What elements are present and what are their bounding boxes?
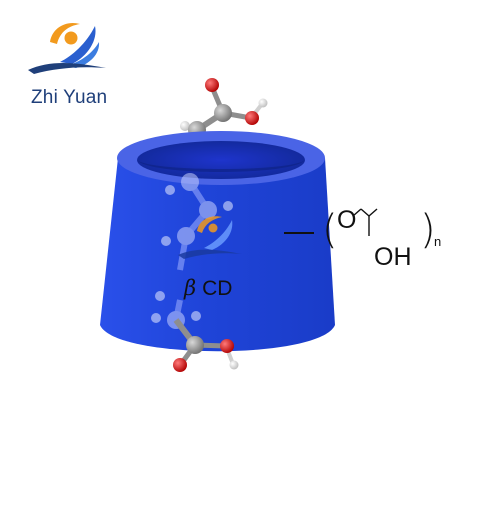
carbon-atom — [181, 173, 199, 191]
hydrogen-atom — [151, 313, 161, 323]
hydrogen-atom — [258, 98, 268, 108]
oxygen-atom — [173, 358, 187, 372]
oxygen-atom — [205, 78, 219, 92]
hydrogen-atom — [155, 291, 165, 301]
hydrogen-atom — [191, 311, 201, 321]
cd-text: CD — [202, 277, 233, 300]
carbon-atom — [186, 336, 204, 354]
cup-cavity — [137, 141, 305, 179]
logo-sun-icon — [64, 31, 78, 45]
hydrogen-atom — [165, 185, 175, 195]
guest-molecule-inside — [151, 173, 233, 329]
polymer-bond-glyph — [352, 208, 378, 236]
logo-wave-icon — [60, 26, 96, 64]
connector-dash — [284, 232, 314, 234]
brand-logo — [28, 22, 106, 74]
open-paren: ( — [322, 207, 338, 253]
carbon-atom — [214, 104, 232, 122]
logo-arc-icon — [50, 22, 80, 44]
hydrogen-atom — [229, 360, 239, 370]
beta-symbol: β — [184, 276, 197, 300]
oxygen-label: O — [337, 206, 357, 234]
cup-watermark-logo — [178, 216, 242, 259]
hydrogen-atom — [161, 236, 171, 246]
oxygen-atom — [245, 111, 259, 125]
cup-side — [100, 158, 335, 352]
close-paren: ) — [420, 207, 436, 253]
beta-cyclodextrin-cup — [100, 131, 335, 352]
polymer-repeat-formula: ( O OH ) n — [280, 206, 450, 276]
logo-base-icon — [28, 63, 106, 74]
carbon-atom — [177, 227, 195, 245]
hydrogen-atom — [223, 201, 233, 211]
repeat-subscript: n — [434, 234, 442, 249]
guest-molecule-bottom — [173, 318, 239, 372]
oxygen-atom — [220, 339, 234, 353]
carbon-atom — [199, 201, 217, 219]
hydroxyl-label: OH — [374, 243, 412, 271]
hydrogen-atom — [180, 121, 190, 131]
brand-name: Zhi Yuan — [31, 87, 108, 108]
